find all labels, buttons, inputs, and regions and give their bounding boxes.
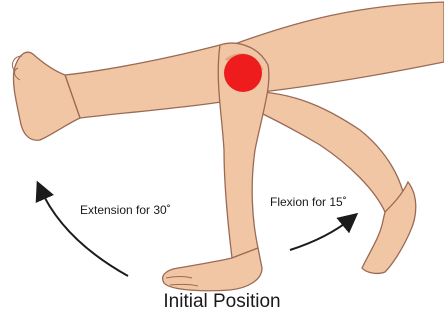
extension-arrow <box>40 188 128 276</box>
extended-shin <box>65 45 235 118</box>
extended-foot <box>13 52 80 140</box>
flexion-arrow <box>290 218 352 250</box>
caption-initial-position: Initial Position <box>0 291 444 313</box>
knee-marker-red-dot <box>224 54 262 92</box>
extension-label: Extension for 30˚ <box>80 203 171 217</box>
flexion-label: Flexion for 15˚ <box>270 195 347 209</box>
rear-shin <box>255 92 405 212</box>
